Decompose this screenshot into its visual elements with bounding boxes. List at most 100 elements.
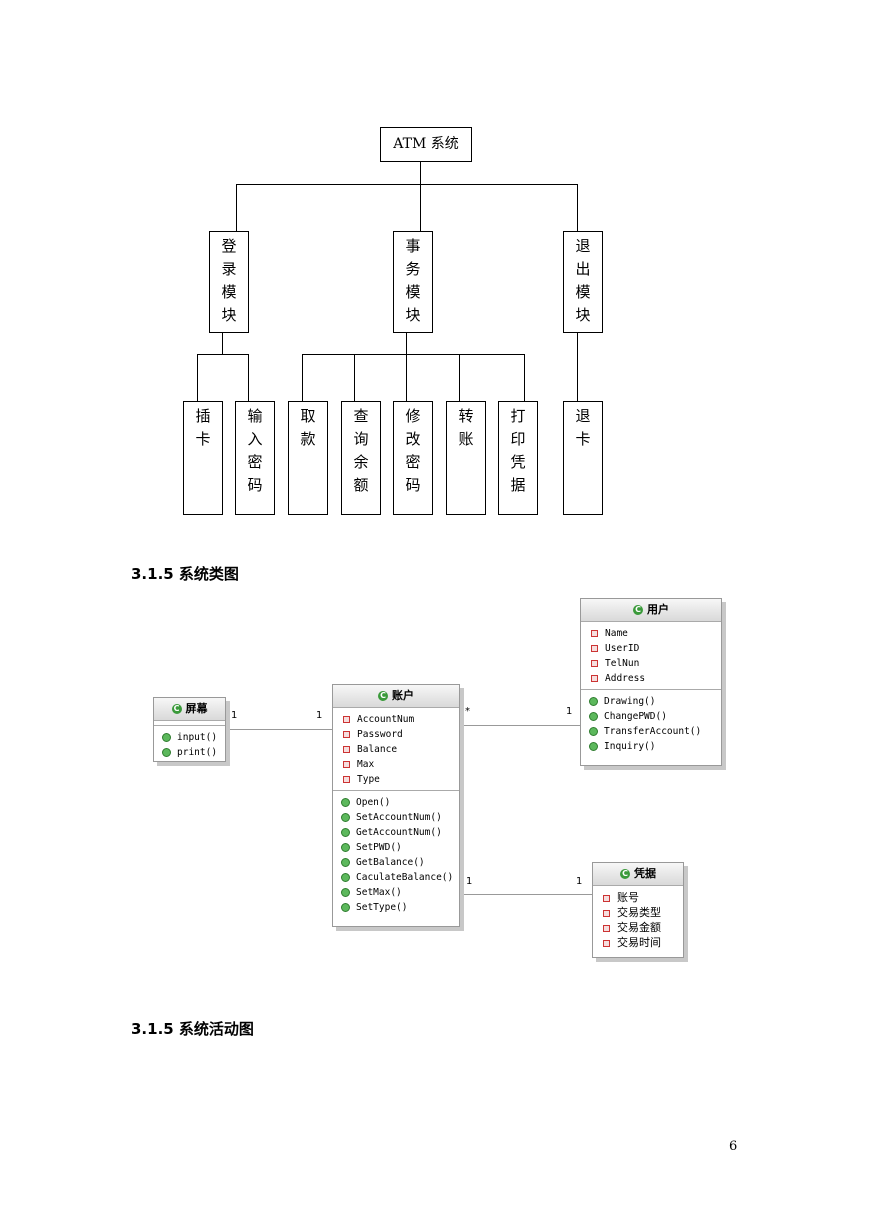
connector bbox=[459, 354, 461, 401]
leaf-node: 转账 bbox=[446, 401, 486, 515]
label-char: 款 bbox=[300, 430, 316, 448]
attribute-icon bbox=[343, 776, 350, 783]
operation-row: Open() bbox=[333, 795, 459, 810]
root-node: ATM 系统 bbox=[380, 127, 472, 162]
label-char: 模 bbox=[221, 283, 237, 301]
operation-icon bbox=[162, 748, 171, 757]
operation-row: CaculateBalance() bbox=[333, 870, 459, 885]
operation-icon bbox=[162, 733, 171, 742]
label-char: 余 bbox=[353, 453, 369, 471]
attribute-icon bbox=[591, 630, 598, 637]
class-icon: C bbox=[620, 869, 630, 879]
class-operations: Open() SetAccountNum() GetAccountNum() S… bbox=[333, 790, 459, 918]
attribute-row: 交易类型 bbox=[593, 905, 683, 920]
attribute-row: AccountNum bbox=[333, 712, 459, 727]
operation-row: SetPWD() bbox=[333, 840, 459, 855]
operation-icon bbox=[589, 742, 598, 751]
operation-icon bbox=[341, 888, 350, 897]
attribute-icon bbox=[591, 645, 598, 652]
label-char: 退 bbox=[575, 407, 591, 425]
label-char: 改 bbox=[405, 430, 421, 448]
association-line bbox=[460, 894, 592, 895]
class-icon: C bbox=[378, 691, 388, 701]
operation-icon bbox=[589, 727, 598, 736]
label-char: 录 bbox=[221, 260, 237, 278]
attribute-row: UserID bbox=[581, 641, 721, 656]
label-char: 模 bbox=[405, 283, 421, 301]
operation-icon bbox=[341, 873, 350, 882]
connector bbox=[420, 162, 422, 231]
label-char: 卡 bbox=[575, 430, 591, 448]
label-char: 出 bbox=[575, 260, 591, 278]
multiplicity-label: 1 bbox=[566, 706, 573, 717]
connector bbox=[354, 354, 356, 401]
label-char: 取 bbox=[300, 407, 316, 425]
label-char: 插 bbox=[195, 407, 211, 425]
label-char: 印 bbox=[510, 430, 526, 448]
attribute-icon bbox=[343, 731, 350, 738]
leaf-node: 退卡 bbox=[563, 401, 603, 515]
label-char: 块 bbox=[575, 306, 591, 324]
connector bbox=[302, 354, 304, 401]
operation-row: SetMax() bbox=[333, 885, 459, 900]
class-icon: C bbox=[633, 605, 643, 615]
operation-row: GetAccountNum() bbox=[333, 825, 459, 840]
module-label: 退出模块 bbox=[564, 235, 602, 327]
operation-row: Drawing() bbox=[581, 694, 721, 709]
attribute-row: Name bbox=[581, 626, 721, 641]
association-line bbox=[226, 729, 332, 730]
operation-row: ChangePWD() bbox=[581, 709, 721, 724]
label-char: 询 bbox=[353, 430, 369, 448]
attribute-row: 交易时间 bbox=[593, 935, 683, 950]
connector bbox=[222, 333, 224, 354]
operation-icon bbox=[341, 903, 350, 912]
module-label: 登录模块 bbox=[210, 235, 248, 327]
label-char: 查 bbox=[353, 407, 369, 425]
label-char: 卡 bbox=[195, 430, 211, 448]
attribute-row: Type bbox=[333, 772, 459, 787]
operation-icon bbox=[341, 858, 350, 867]
label-char: 码 bbox=[247, 476, 263, 494]
operation-row: print() bbox=[154, 745, 225, 760]
label-char: 打 bbox=[510, 407, 526, 425]
operation-row: Inquiry() bbox=[581, 739, 721, 754]
activity-diagram-title: 3.1.5 系统活动图 bbox=[131, 1020, 254, 1038]
attribute-row: Password bbox=[333, 727, 459, 742]
root-label: ATM 系统 bbox=[393, 136, 459, 152]
module-node-transaction: 事务模块 bbox=[393, 231, 433, 333]
attribute-icon bbox=[343, 761, 350, 768]
association-line bbox=[460, 725, 580, 726]
class-operations: input() print() bbox=[154, 725, 225, 763]
label-char: 退 bbox=[575, 237, 591, 255]
class-attributes: 账号 交易类型 交易金额 交易时间 bbox=[593, 886, 683, 953]
connector bbox=[406, 333, 408, 401]
class-operations: Drawing() ChangePWD() TransferAccount() … bbox=[581, 689, 721, 757]
connector bbox=[236, 184, 578, 186]
operation-row: GetBalance() bbox=[333, 855, 459, 870]
connector bbox=[302, 354, 525, 356]
operation-icon bbox=[589, 697, 598, 706]
attribute-row: TelNun bbox=[581, 656, 721, 671]
operation-row: SetAccountNum() bbox=[333, 810, 459, 825]
attribute-row: Address bbox=[581, 671, 721, 686]
attribute-icon bbox=[343, 746, 350, 753]
attribute-icon bbox=[591, 675, 598, 682]
class-icon: C bbox=[171, 704, 182, 714]
module-node-login: 登录模块 bbox=[209, 231, 249, 333]
label-char: 据 bbox=[510, 476, 526, 494]
attribute-icon bbox=[343, 716, 350, 723]
connector bbox=[197, 354, 199, 401]
operation-icon bbox=[341, 828, 350, 837]
leaf-node: 修改密码 bbox=[393, 401, 433, 515]
multiplicity-label: * bbox=[465, 706, 470, 717]
operation-icon bbox=[341, 813, 350, 822]
class-attributes: AccountNum Password Balance Max Type bbox=[333, 708, 459, 790]
label-char: 码 bbox=[405, 476, 421, 494]
